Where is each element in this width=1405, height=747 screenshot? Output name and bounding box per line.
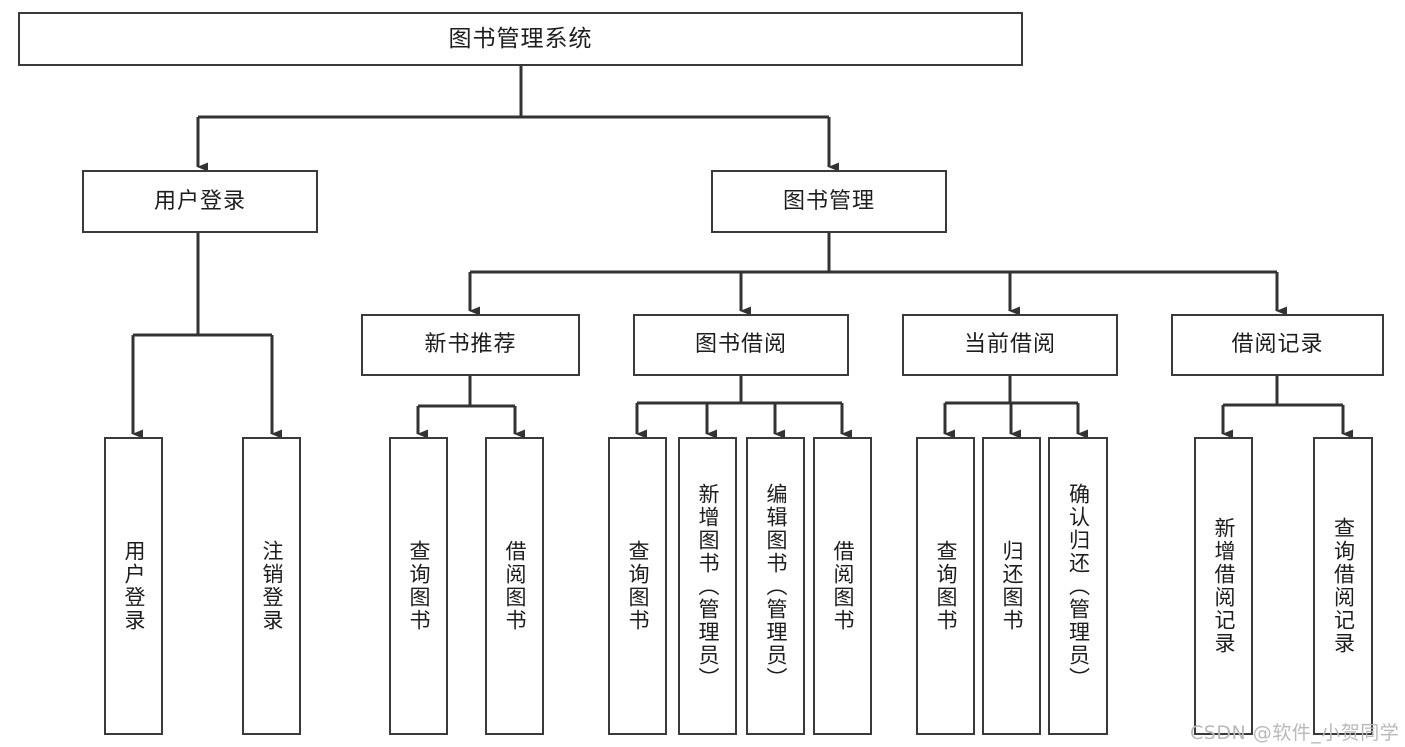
node-label: 借阅图书	[830, 540, 855, 632]
node-leaf-query-book-3[interactable]: 查询图书	[916, 437, 975, 735]
node-label: 图书借阅	[694, 332, 787, 357]
node-leaf-borrow-book-2[interactable]: 借阅图书	[813, 437, 872, 735]
node-label: 查询图书	[406, 540, 431, 632]
node-label: 归还图书	[999, 540, 1024, 632]
node-new-book-recommend[interactable]: 新书推荐	[361, 314, 580, 376]
node-label: 图书管理系统	[448, 25, 593, 52]
node-label: 用户登录	[153, 188, 246, 214]
node-label: 用户登录	[121, 540, 146, 632]
node-user-login[interactable]: 用户登录	[82, 170, 318, 233]
node-leaf-query-book-2[interactable]: 查询图书	[608, 437, 667, 735]
node-label: 当前借阅	[963, 332, 1056, 357]
node-label: 查询图书	[625, 540, 650, 632]
node-leaf-add-book[interactable]: 新增图书（管理员）	[678, 437, 737, 735]
node-leaf-edit-book[interactable]: 编辑图书（管理员）	[746, 437, 805, 735]
node-leaf-query-book-1[interactable]: 查询图书	[389, 437, 448, 735]
node-borrow-record[interactable]: 借阅记录	[1171, 314, 1384, 376]
node-book-borrow[interactable]: 图书借阅	[633, 314, 849, 376]
node-leaf-query-borrow-record[interactable]: 查询借阅记录	[1313, 437, 1373, 735]
node-leaf-return-book[interactable]: 归还图书	[982, 437, 1041, 735]
node-label: 查询图书	[933, 540, 958, 632]
node-label: 新增图书（管理员）	[695, 482, 720, 690]
node-leaf-confirm-return[interactable]: 确认归还（管理员）	[1048, 437, 1108, 735]
node-leaf-add-borrow-record[interactable]: 新增借阅记录	[1194, 437, 1253, 735]
node-leaf-borrow-book-1[interactable]: 借阅图书	[485, 437, 544, 735]
node-label: 新增借阅记录	[1211, 517, 1236, 655]
node-label: 确认归还（管理员）	[1066, 482, 1091, 690]
node-current-borrow[interactable]: 当前借阅	[902, 314, 1118, 376]
node-book-manage[interactable]: 图书管理	[711, 170, 947, 233]
node-leaf-logout[interactable]: 注销登录	[242, 437, 301, 735]
node-label: 新书推荐	[424, 332, 517, 357]
watermark-text: CSDN @软件_小贺同学	[1190, 722, 1400, 744]
node-leaf-user-login[interactable]: 用户登录	[104, 437, 163, 735]
node-label: 查询借阅记录	[1331, 517, 1356, 655]
node-label: 借阅图书	[502, 540, 527, 632]
node-root-system[interactable]: 图书管理系统	[18, 12, 1023, 66]
node-label: 注销登录	[259, 540, 284, 632]
node-label: 图书管理	[782, 188, 875, 214]
node-label: 借阅记录	[1231, 332, 1324, 357]
node-label: 编辑图书（管理员）	[763, 482, 788, 690]
